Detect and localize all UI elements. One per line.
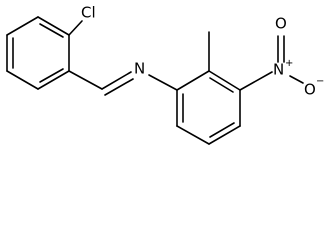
bond [68,70,103,90]
nitro-oxygen-double-label: O [275,15,287,33]
chemical-structure: Cl N N + O O − [6,4,324,145]
nitrophenyl-ring [176,70,241,145]
bond [239,71,273,91]
bond [6,70,39,90]
nitro-oxygen-negative-charge: − [316,76,324,87]
bond [176,70,210,91]
nitro-nitrogen-label: N [273,61,284,79]
nitro-oxygen-single-label: O [304,81,316,99]
chlorophenyl-ring [6,16,70,90]
bond [101,71,132,90]
bond [208,70,241,91]
bond [289,75,304,84]
bond [6,16,39,36]
bond [39,68,64,83]
bond [148,74,178,91]
bond [68,20,83,36]
bond [37,70,70,90]
bond [209,122,235,138]
bond [176,125,210,145]
bond [104,78,134,96]
bond [208,125,241,145]
bond [209,77,234,93]
chlorine-label: Cl [81,4,96,22]
bond [37,16,70,36]
nitro-positive-charge: + [285,58,293,69]
imine-nitrogen-label: N [134,60,145,78]
bond [39,23,64,38]
